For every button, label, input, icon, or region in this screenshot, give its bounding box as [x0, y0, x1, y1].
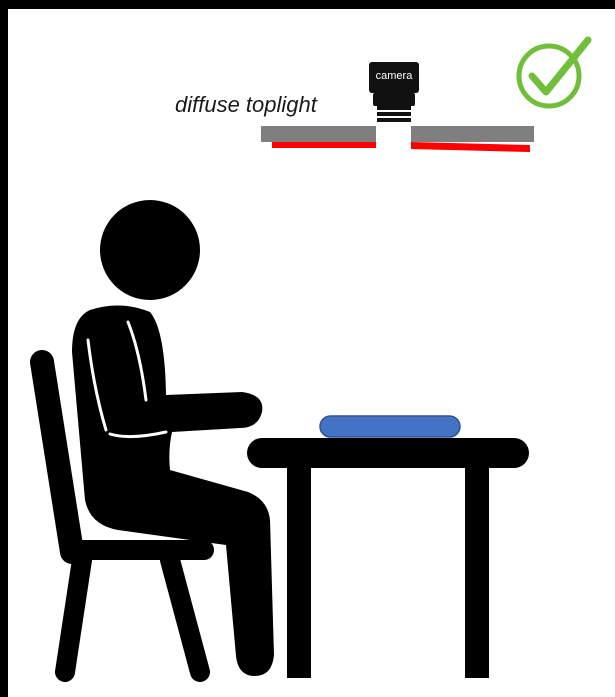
- person-head: [100, 200, 200, 300]
- light-strip-left: [272, 142, 376, 148]
- table-top: [247, 438, 529, 468]
- light-label: diffuse toplight: [175, 92, 318, 117]
- light-panel-left: [261, 126, 376, 142]
- light-panel-right: [411, 126, 534, 142]
- camera-label: camera: [376, 70, 414, 82]
- object-on-table: [320, 416, 460, 437]
- table-leg-right: [465, 466, 489, 678]
- table-leg-left: [287, 466, 311, 678]
